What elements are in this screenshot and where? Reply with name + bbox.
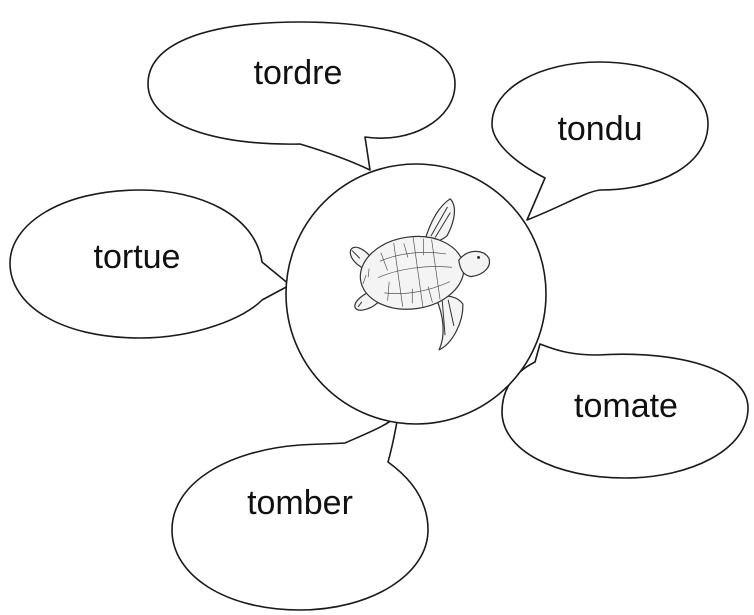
bubble-tondu-label: tondu (557, 110, 642, 148)
bubble-tondu-shape (491, 61, 709, 221)
bubble-tomber-shape (171, 414, 429, 611)
bubble-tordre-shape (147, 21, 456, 171)
bubble-tomber-label: tomber (247, 484, 353, 522)
bubble-tordre-label: tordre (254, 54, 343, 92)
bubble-tortue-shape (9, 189, 291, 339)
bubble-tordre: tordre (147, 21, 456, 171)
bubble-tondu: tondu (491, 61, 709, 221)
bubble-tomate: tomate (501, 343, 749, 479)
bubble-tomate-shape (501, 343, 749, 479)
bubble-tomber: tomber (171, 414, 429, 611)
bubble-tortue-label: tortue (94, 238, 181, 276)
bubble-tomate-label: tomate (574, 387, 678, 425)
bubble-tortue: tortue (9, 189, 291, 339)
sea-turtle-icon (349, 198, 491, 351)
